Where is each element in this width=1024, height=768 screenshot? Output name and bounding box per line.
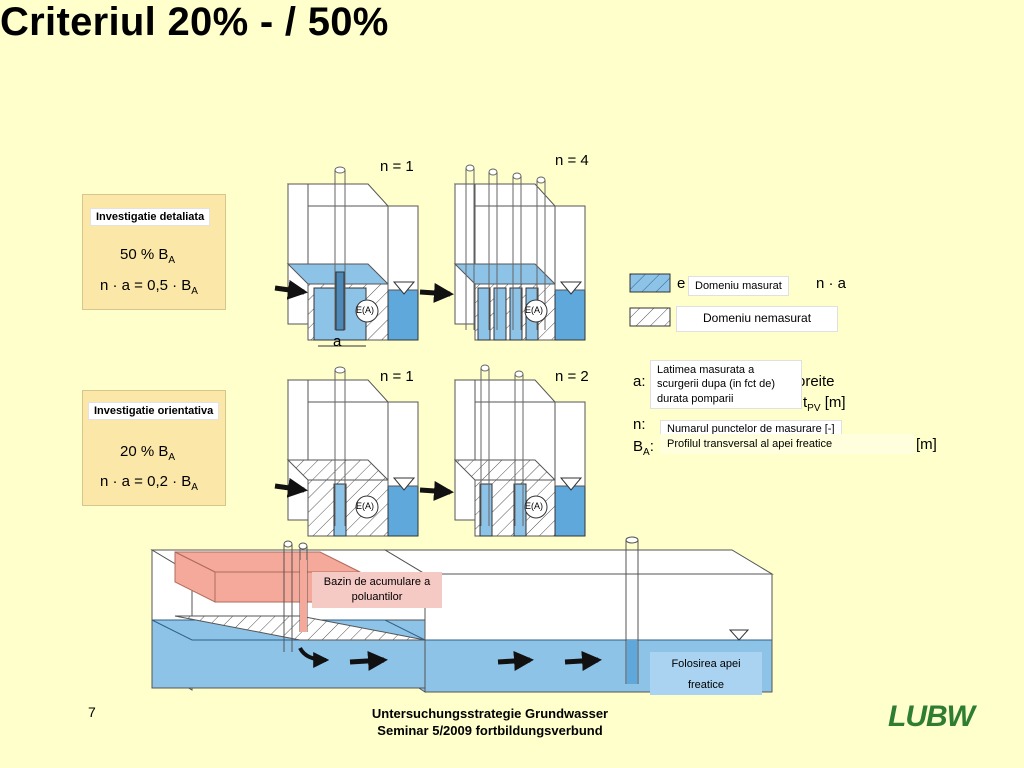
legend-unmeasured-swatch: [629, 307, 671, 327]
legend-measured-note: Domeniu masurat: [688, 276, 789, 297]
lubw-logo: LUBW: [888, 700, 975, 733]
block-bottom-left: [274, 366, 454, 537]
legend-measured-fragment: e: [677, 275, 686, 292]
panel-detailed-line2: n · a = 0,5 · BA: [100, 277, 198, 297]
n-label-top-right: n = 4: [555, 152, 589, 169]
footer-line-1: Untersuchungsstrategie Grundwasser: [371, 706, 609, 721]
legend-unmeasured-note: Domeniu nemasurat: [676, 306, 839, 332]
block-bottom-right: [453, 364, 586, 537]
width-a-label: a: [333, 333, 342, 350]
legend-a-second: tPV [m]: [803, 394, 846, 414]
panel-detailed-tag: Investigatie detaliata: [90, 208, 211, 226]
legend-a-note: Latimea masurata a scurgerii dupa (in fc…: [650, 360, 802, 409]
block-top-left: [286, 166, 419, 347]
page-number: 7: [88, 704, 96, 720]
flow-arrow: [274, 279, 454, 303]
block-top-right: [453, 164, 586, 341]
legend-ba-unit: [m]: [916, 436, 937, 453]
legend-n-prefix: n:: [633, 416, 646, 433]
well-label: E(A): [356, 501, 374, 511]
page-title: Criteriul 20% - / 50%: [0, 0, 389, 44]
panel-orientative-line1: 20 % BA: [120, 443, 176, 463]
legend-measured-suffix: n · a: [816, 275, 847, 292]
well-label: E(A): [356, 305, 374, 315]
legend-a-prefix: a:: [633, 373, 646, 390]
legend-ba-note: Profilul transversal al apei freatice: [660, 434, 914, 455]
well-label: E(A): [525, 501, 543, 511]
n-label-bottom-left: n = 1: [380, 368, 414, 385]
panel-detailed-line1: 50 % BA: [120, 246, 176, 266]
n-label-top-left: n = 1: [380, 158, 414, 175]
well-label: E(A): [525, 305, 543, 315]
legend-measured-swatch: [629, 273, 671, 293]
panel-orientative-tag: Investigatie orientativa: [88, 402, 220, 420]
footer-line-2: Seminar 5/2009 fortbildungsverbund: [377, 723, 603, 738]
panel-orientative-line2: n · a = 0,2 · BA: [100, 473, 198, 493]
pollutant-basin-label: Bazin de acumulare a poluantilor: [312, 572, 442, 608]
n-label-bottom-right: n = 2: [555, 368, 589, 385]
groundwater-use-label: Folosirea apei freatice: [650, 652, 762, 695]
legend-n-note: Numarul punctelor de masurare [-]: [660, 420, 842, 439]
legend-a-trailing: oreite: [797, 373, 835, 390]
legend-ba-prefix: BA:: [633, 438, 654, 458]
